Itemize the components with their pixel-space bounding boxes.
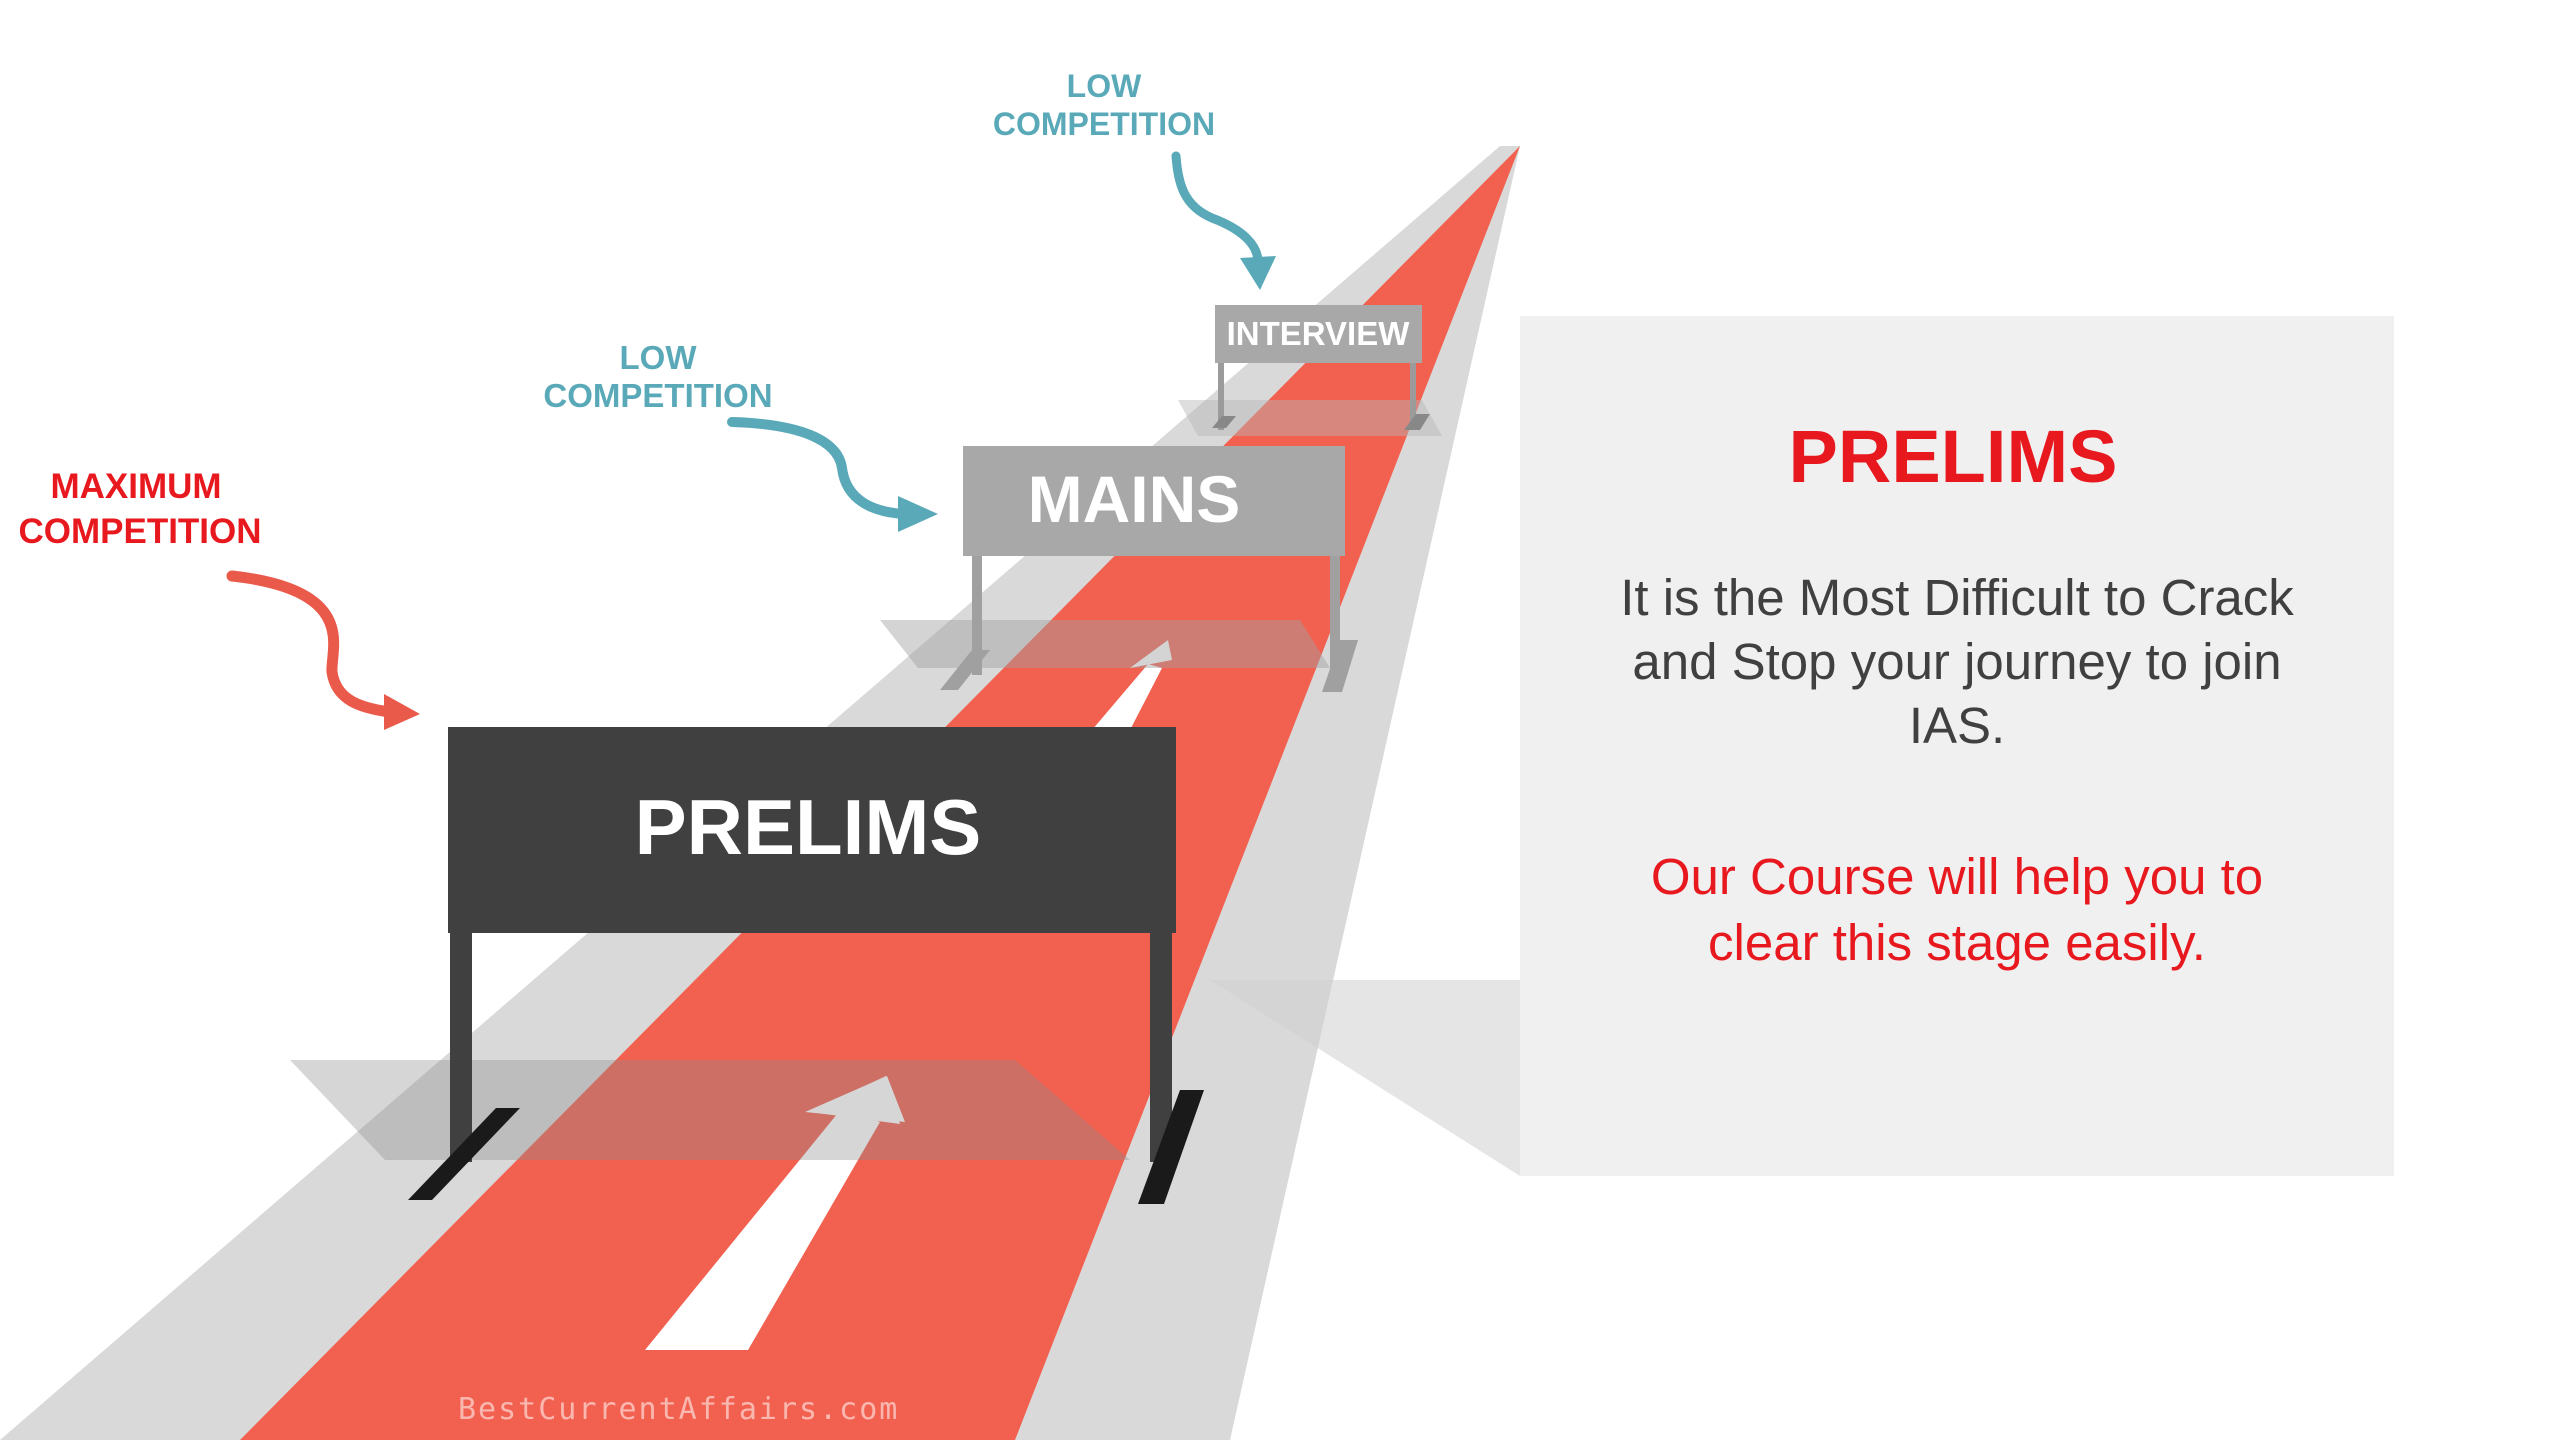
prelims-hurdle: PRELIMS: [290, 727, 1204, 1204]
prelims-board: [448, 727, 1176, 933]
mains-hurdle: MAINS: [880, 446, 1358, 692]
callout-maximum-line2: COMPETITION: [18, 512, 261, 551]
callout-low-competition-interview: LOW COMPETITION: [993, 68, 1276, 290]
callout-low-interview-line2: COMPETITION: [993, 106, 1215, 142]
callout-low-competition-mains: LOW COMPETITION: [543, 339, 938, 532]
callout-low-mains-arrow: [727, 417, 909, 519]
watermark: BestCurrentAffairs.com: [458, 1392, 900, 1427]
interview-hurdle: INTERVIEW: [1178, 305, 1442, 436]
callout-maximum-arrow: [226, 570, 396, 718]
panel-cta: Our Course will help you to clear this s…: [1650, 848, 2264, 971]
callout-maximum-competition: MAXIMUM COMPETITION: [18, 467, 420, 730]
callout-low-mains-line2: COMPETITION: [543, 377, 772, 414]
callout-low-interview-arrow: [1171, 151, 1263, 267]
interview-board: [1215, 305, 1422, 363]
info-panel: PRELIMS It is the Most Difficult to Crac…: [1520, 316, 2394, 1176]
callout-low-mains-line1: LOW: [620, 339, 698, 376]
callout-low-interview-line1: LOW: [1067, 68, 1142, 104]
panel-title: PRELIMS: [1788, 415, 2118, 498]
interview-label: INTERVIEW: [1227, 315, 1411, 352]
mains-board: [963, 446, 1345, 556]
panel-shadow: [1210, 980, 1520, 1176]
mains-label: MAINS: [1028, 462, 1241, 536]
panel-body: It is the Most Difficult to Crack and St…: [1620, 569, 2294, 754]
prelims-label: PRELIMS: [635, 783, 982, 871]
direction-arrow-near-group: [645, 1076, 905, 1350]
direction-arrow-far-group: [1092, 640, 1172, 730]
callout-maximum-line1: MAXIMUM: [50, 467, 221, 506]
